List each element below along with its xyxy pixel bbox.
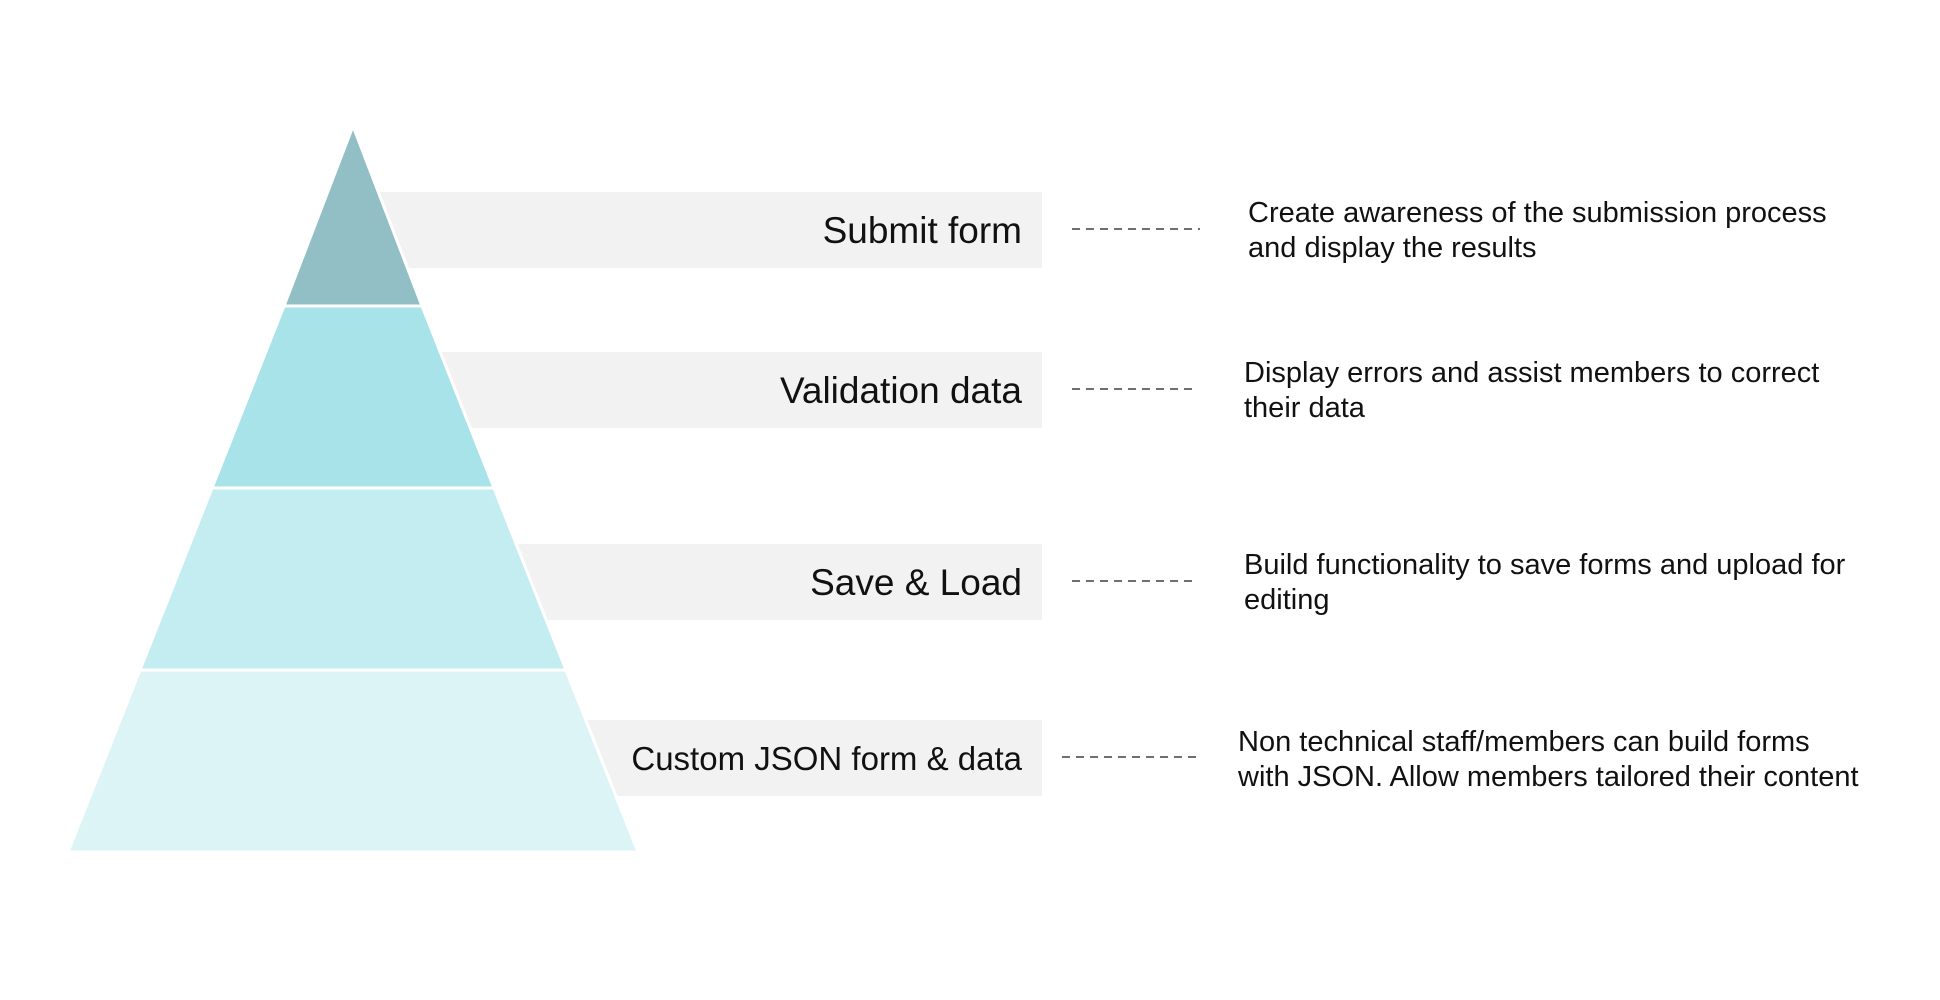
description-save: Build functionality to save forms and up… bbox=[1244, 549, 1853, 616]
pyramid-tier-submit bbox=[281, 121, 425, 308]
description-validation-line-1: Display errors and assist members to cor… bbox=[1244, 357, 1819, 389]
tier-label-validation: Validation data bbox=[780, 370, 1022, 411]
label-bar-submit bbox=[370, 192, 1042, 268]
description-custom: Non technical staff/members can build fo… bbox=[1237, 726, 1859, 793]
label-bar-custom bbox=[580, 720, 1042, 796]
description-validation: Display errors and assist members to cor… bbox=[1244, 357, 1827, 424]
pyramid-tier-save bbox=[137, 486, 569, 672]
description-custom-line-1: Non technical staff/members can build fo… bbox=[1238, 726, 1810, 758]
description-submit-line-1: Create awareness of the submission proce… bbox=[1248, 197, 1827, 229]
description-save-line-1: Build functionality to save forms and up… bbox=[1244, 549, 1846, 581]
description-submit-line-2: and display the results bbox=[1248, 232, 1537, 264]
tier-label-save: Save & Load bbox=[810, 562, 1022, 603]
label-bar-validation bbox=[435, 352, 1042, 428]
description-save-line-2: editing bbox=[1244, 584, 1329, 616]
tier-label-submit: Submit form bbox=[823, 210, 1022, 251]
label-bar-save bbox=[505, 544, 1042, 620]
description-submit: Create awareness of the submission proce… bbox=[1248, 197, 1835, 264]
description-validation-line-2: their data bbox=[1244, 392, 1366, 424]
pyramid-tier-validation bbox=[209, 304, 497, 490]
pyramid-tier-custom bbox=[65, 668, 641, 854]
description-custom-line-2: with JSON. Allow members tailored their … bbox=[1237, 761, 1859, 793]
tier-label-custom: Custom JSON form & data bbox=[631, 740, 1022, 777]
